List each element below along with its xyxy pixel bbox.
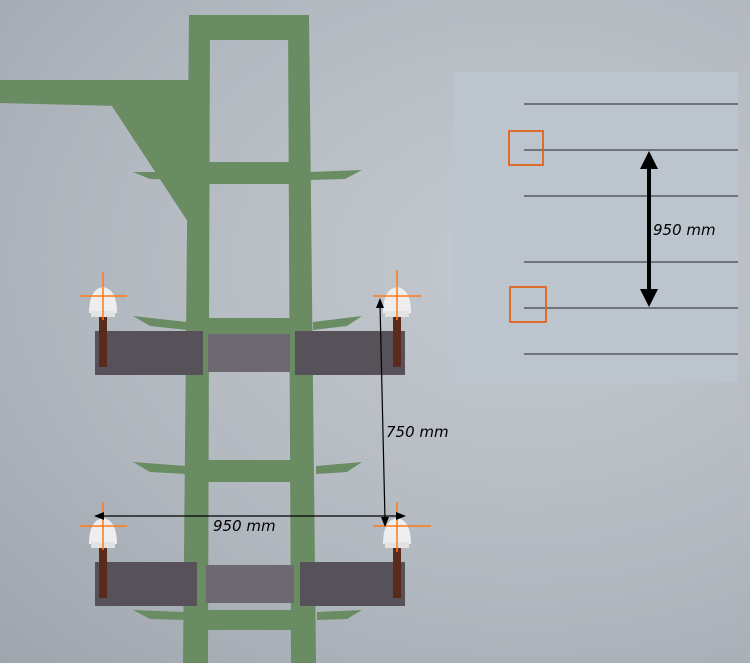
highlight-box-upper (508, 130, 544, 166)
crosshair-icon (80, 272, 127, 320)
crosshair-icon (373, 502, 431, 552)
lower-crossarm-center (206, 565, 294, 603)
horizontal-spacing-label: 950 mm (213, 517, 276, 535)
dimension-lines (94, 298, 406, 527)
crosshair-icon (80, 502, 127, 550)
double-arrow-icon (640, 151, 658, 307)
upper-crossarm-right (295, 331, 405, 375)
upper-crossarm-left (95, 331, 203, 375)
bracket-fins (133, 170, 362, 620)
crosshair-icon (373, 270, 421, 320)
lower-crossarm-right (300, 562, 405, 606)
vertical-spacing-label: 750 mm (386, 423, 449, 441)
inset-panel: 950 mm (454, 72, 738, 383)
inset-spacing-label: 950 mm (653, 221, 716, 239)
crosshairs (80, 270, 431, 552)
upper-crossarm-center (208, 334, 290, 372)
vertical-dimension-line (379, 303, 386, 521)
lower-crossarm-left (95, 562, 197, 606)
conductor-lines (524, 103, 738, 355)
lattice-tower (0, 15, 316, 663)
crossarms (95, 331, 405, 606)
highlight-box-lower (509, 286, 547, 323)
